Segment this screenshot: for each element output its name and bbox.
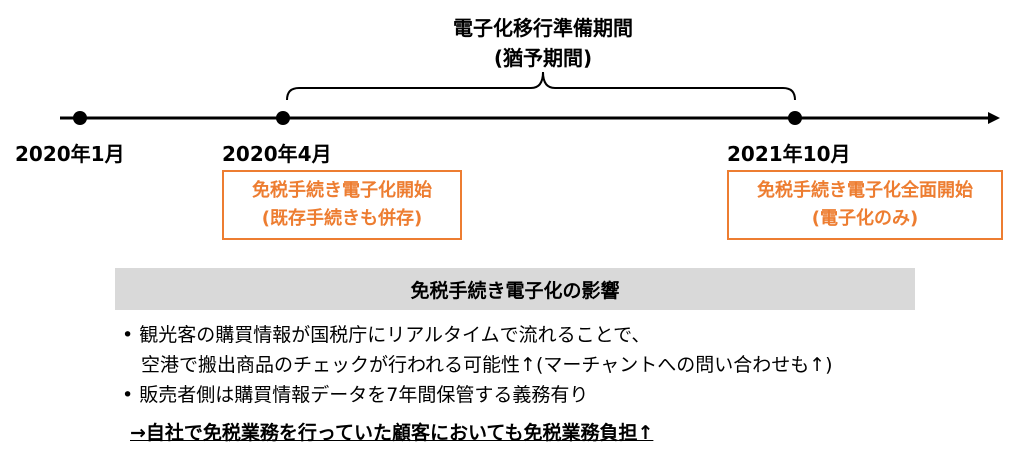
event-box: 免税手続き電子化開始 (既存手続きも併存) xyxy=(222,170,462,240)
timeline-dot-2020-01 xyxy=(73,111,87,125)
date-label: 2021年10月 xyxy=(727,142,851,166)
impact-heading: 免税手続き電子化の影響 xyxy=(115,268,915,310)
period-title: 電子化移行準備期間 xyxy=(453,16,633,40)
impact-bullet: • 販売者側は購買情報データを7年間保管する義務有り xyxy=(122,384,589,406)
impact-bullet: • 観光客の購買情報が国税庁にリアルタイムで流れることで、 xyxy=(122,324,651,346)
timeline-dot-2021-10 xyxy=(788,111,802,125)
event-box: 免税手続き電子化全面開始 (電子化のみ) xyxy=(727,170,1003,240)
period-brace xyxy=(286,71,796,101)
event-note: (電子化のみ) xyxy=(811,208,919,229)
period-subtitle: (猶予期間) xyxy=(493,46,593,70)
event-note: (既存手続きも併存) xyxy=(261,208,423,229)
date-label: 2020年1月 xyxy=(15,142,125,166)
timeline-dot-2020-04 xyxy=(276,111,290,125)
impact-conclusion: →自社で免税業務を行っていた顧客においても免税業務負担↑ xyxy=(130,422,654,444)
impact-bullet: 空港で搬出商品のチェックが行われる可能性↑(マーチャントへの問い合わせも↑) xyxy=(122,354,833,376)
event-title: 免税手続き電子化全面開始 xyxy=(757,180,973,201)
timeline xyxy=(60,71,1000,125)
timeline-arrowhead xyxy=(988,112,1000,124)
event-title: 免税手続き電子化開始 xyxy=(252,180,432,201)
date-label: 2020年4月 xyxy=(222,142,332,166)
